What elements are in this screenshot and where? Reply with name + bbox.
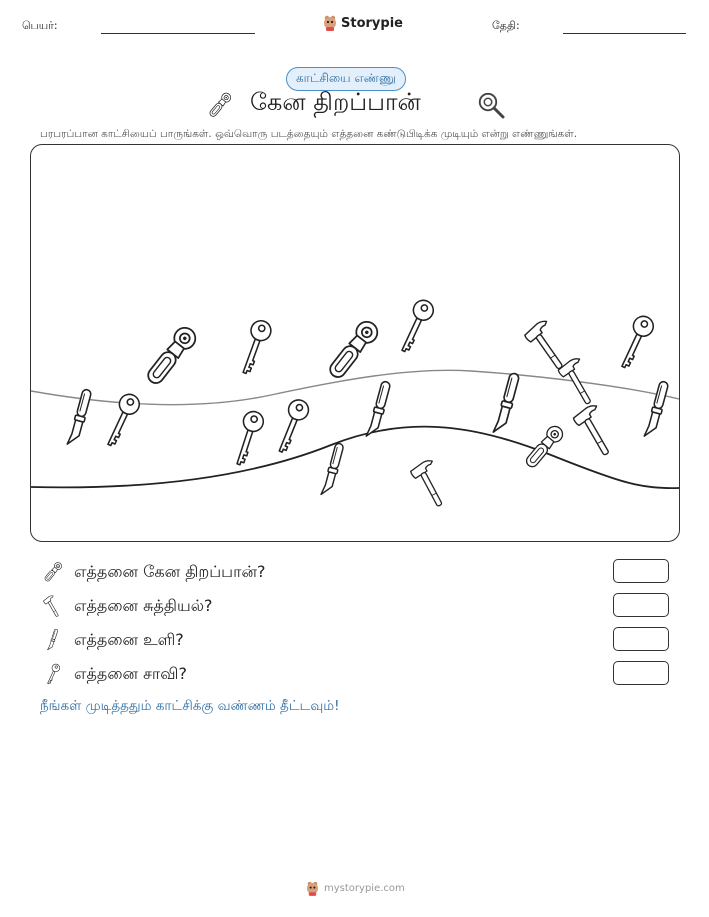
storypie-mascot-icon bbox=[306, 881, 319, 896]
chisel-item bbox=[320, 441, 346, 498]
chisel-icon bbox=[40, 628, 66, 652]
question-row: எத்தனை சுத்தியல்? bbox=[40, 594, 213, 618]
key-item bbox=[394, 296, 438, 357]
activity-badge: காட்சியை எண்ணு bbox=[286, 67, 406, 91]
footer: mystorypie.com bbox=[306, 881, 405, 896]
instruction-text: பரபரப்பான காட்சியைப் பாருங்கள். ஒவ்வொரு … bbox=[40, 128, 578, 140]
date-line bbox=[563, 33, 686, 34]
coloring-prompt: நீங்கள் முடித்ததும் காட்சிக்கு வண்ணம் தீ… bbox=[40, 698, 340, 714]
hammer-icon bbox=[40, 594, 66, 618]
can-opener-icon bbox=[203, 90, 237, 120]
answer-box[interactable] bbox=[613, 661, 669, 685]
name-line bbox=[101, 33, 255, 34]
footer-url: mystorypie.com bbox=[324, 883, 405, 894]
brand-logo: Storypie bbox=[323, 15, 403, 31]
answer-box[interactable] bbox=[613, 559, 669, 583]
can-opener-item bbox=[141, 322, 201, 389]
chisel-item bbox=[492, 371, 522, 436]
name-label: பெயர்: bbox=[22, 19, 58, 32]
answer-box[interactable] bbox=[613, 627, 669, 651]
counting-scene bbox=[30, 144, 680, 542]
can-opener-item bbox=[323, 316, 383, 383]
brand-name: Storypie bbox=[341, 15, 403, 31]
hammer-item bbox=[408, 457, 453, 511]
magnifier-icon bbox=[478, 92, 505, 119]
key-icon bbox=[40, 662, 66, 686]
key-item bbox=[229, 408, 267, 469]
answer-box[interactable] bbox=[613, 593, 669, 617]
key-item bbox=[271, 396, 313, 457]
key-item bbox=[614, 312, 658, 373]
chisel-item bbox=[643, 379, 671, 440]
question-text: எத்தனை உளி? bbox=[74, 629, 184, 649]
question-text: எத்தனை கேன திறப்பான்? bbox=[74, 561, 266, 581]
question-text: எத்தனை சுத்தியல்? bbox=[74, 595, 213, 615]
question-text: எத்தனை சாவி? bbox=[74, 663, 187, 683]
page-title: கேன திறப்பான் bbox=[250, 88, 421, 116]
hammer-item bbox=[571, 402, 621, 461]
question-row: எத்தனை சாவி? bbox=[40, 662, 187, 686]
date-label: தேதி: bbox=[492, 19, 520, 32]
hammer-item bbox=[556, 355, 602, 409]
storypie-mascot-icon bbox=[324, 15, 336, 31]
question-row: எத்தனை உளி? bbox=[40, 628, 184, 652]
question-row: எத்தனை கேன திறப்பான்? bbox=[40, 560, 265, 584]
key-item bbox=[235, 317, 275, 378]
key-item bbox=[100, 390, 144, 451]
can-opener-icon bbox=[40, 560, 66, 584]
